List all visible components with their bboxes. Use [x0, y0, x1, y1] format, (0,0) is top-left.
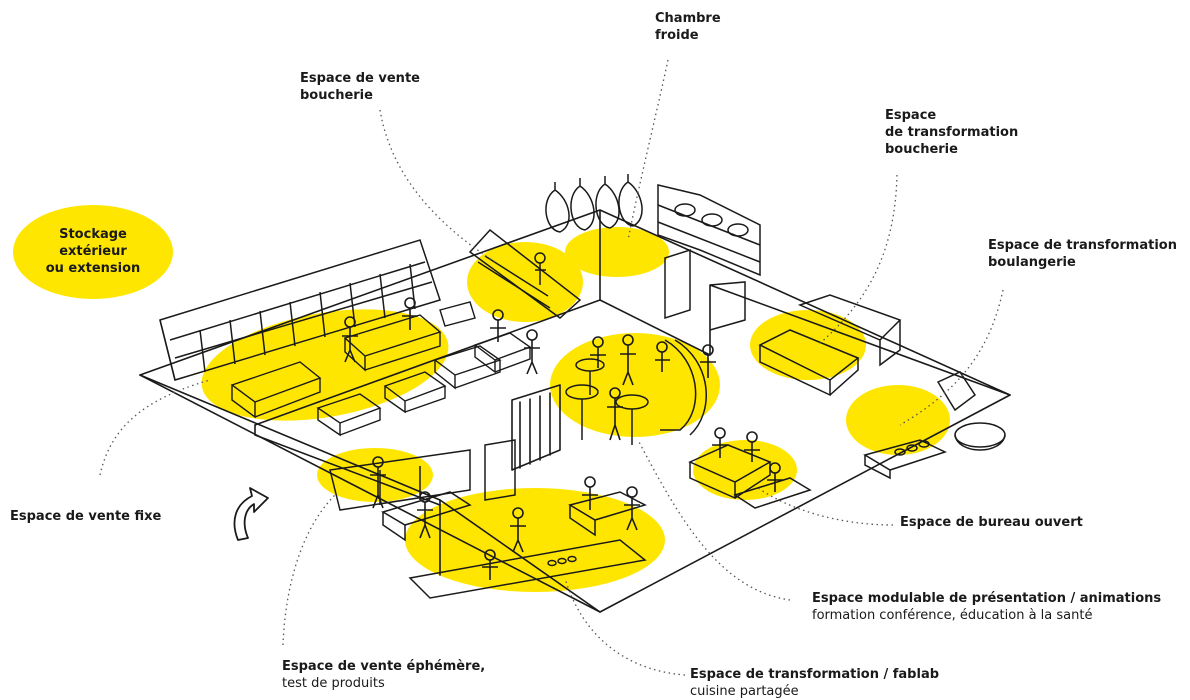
long-refrigerated-counter — [159, 239, 441, 381]
label-transfo-boucherie: Espace de transformation boucherie — [885, 107, 1018, 158]
label-fablab: Espace de transformation / fablab cuisin… — [690, 666, 939, 700]
presentation-area — [565, 339, 707, 445]
label-fablab-sub: cuisine partagée — [690, 684, 799, 699]
label-vente-fixe-text: Espace de vente fixe — [10, 509, 162, 524]
label-vente-fixe: Espace de vente fixe — [10, 508, 161, 525]
label-modulable-title: Espace modulable de présentation / anima… — [812, 591, 1162, 606]
label-transfo-boulangerie: Espace de transformation boulangerie — [988, 237, 1177, 271]
people-figures — [342, 297, 783, 580]
zone-bureau — [693, 440, 797, 500]
label-ephemere-sub: test de produits — [282, 676, 385, 691]
label-chambre-froide-text: Chambre froide — [655, 11, 721, 43]
label-fablab-title: Espace de transformation / fablab — [690, 667, 940, 682]
label-ephemere-title: Espace de vente éphémère, — [282, 659, 486, 674]
label-ephemere: Espace de vente éphémère, test de produi… — [282, 658, 485, 692]
entrance-arrow-icon — [233, 487, 269, 541]
label-vente-boucherie: Espace de vente boucherie — [300, 70, 420, 104]
zone-stockage — [13, 205, 173, 299]
boulangerie-equipment — [863, 371, 1006, 480]
display-tables — [230, 301, 532, 437]
leader-lines — [99, 59, 1004, 676]
office-furniture — [688, 444, 812, 509]
boucherie-workstation — [758, 294, 902, 397]
label-modulable: Espace modulable de présentation / anima… — [812, 590, 1161, 624]
label-vente-boucherie-text: Espace de vente boucherie — [300, 71, 420, 103]
label-stockage: Stockage extérieur ou extension — [28, 226, 158, 277]
butcher-counter — [468, 228, 582, 319]
zone-fablab — [405, 488, 665, 592]
label-bureau-text: Espace de bureau ouvert — [900, 515, 1083, 530]
zone-chambre-froide — [565, 227, 669, 277]
label-chambre-froide: Chambre froide — [655, 10, 721, 44]
label-transfo-boucherie-text: Espace de transformation boucherie — [885, 108, 1019, 157]
shelving-unit — [657, 184, 761, 331]
cold-room-carcasses — [545, 174, 691, 320]
label-stockage-text: Stockage extérieur ou extension — [45, 227, 141, 276]
label-modulable-sub: formation conférence, éducation à la san… — [812, 608, 1093, 623]
zone-transfo-boucherie — [750, 310, 866, 380]
label-bureau: Espace de bureau ouvert — [900, 514, 1083, 531]
ephemeral-and-fablab-furniture — [329, 439, 647, 599]
zone-boulangerie — [846, 385, 950, 455]
label-transfo-boulangerie-text: Espace de transformation boulangerie — [988, 238, 1177, 270]
